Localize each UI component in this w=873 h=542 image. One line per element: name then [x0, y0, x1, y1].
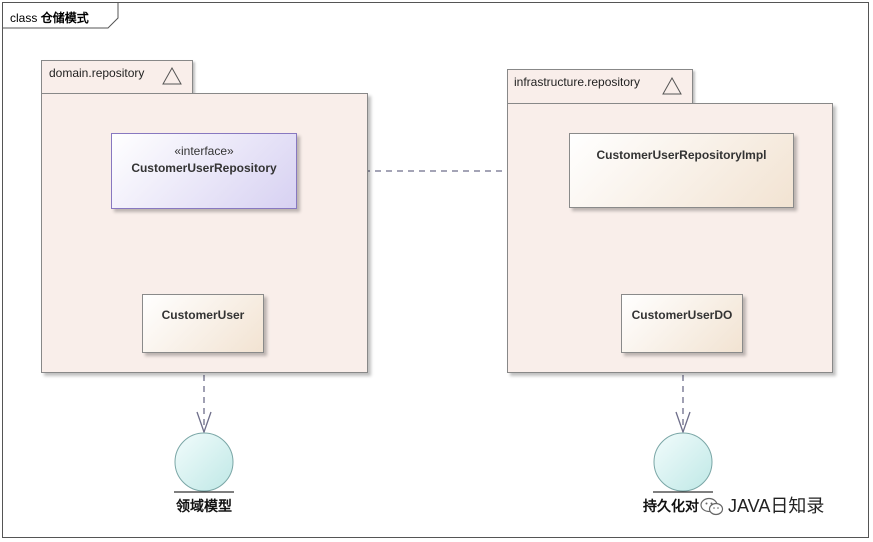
package-triangle-icon	[162, 67, 182, 85]
package-tab-infrastructure[interactable]: infrastructure.repository	[507, 69, 693, 104]
class-name: CustomerUserDO	[631, 308, 733, 322]
frame-tab: class 仓储模式	[2, 2, 118, 28]
class-name: CustomerUser	[161, 308, 245, 322]
package-label-domain: domain.repository	[49, 66, 145, 80]
class-customer-user[interactable]: CustomerUser	[142, 294, 264, 353]
domain-model-entity[interactable]	[174, 432, 234, 493]
persistence-label: 持久化对	[643, 498, 699, 514]
package-triangle-icon	[662, 77, 682, 95]
frame-title: class 仓储模式	[10, 9, 89, 26]
watermark-text: JAVA日知录	[728, 496, 825, 516]
dependency-arrowhead-persistence	[675, 411, 691, 434]
class-name: CustomerUserRepository	[131, 161, 277, 175]
frame-keyword: class	[10, 11, 38, 25]
domain-model-label: 领域模型	[176, 498, 232, 514]
frame-name: 仓储模式	[40, 11, 89, 25]
class-customer-user-repository-impl[interactable]: CustomerUserRepositoryImpl	[569, 133, 794, 208]
interface-stereotype: «interface»	[174, 144, 234, 158]
package-tab-domain[interactable]: domain.repository	[41, 60, 193, 94]
package-label-infrastructure: infrastructure.repository	[514, 75, 641, 89]
class-customer-user-do[interactable]: CustomerUserDO	[621, 294, 743, 353]
persistence-entity[interactable]	[653, 432, 713, 493]
dependency-arrowhead-domain-model	[196, 411, 212, 434]
wechat-icon	[700, 498, 724, 516]
class-name: CustomerUserRepositoryImpl	[596, 148, 767, 162]
class-customer-user-repository[interactable]: «interface» CustomerUserRepository	[111, 133, 297, 209]
watermark: JAVA日知录	[700, 492, 824, 518]
frame-tab-outline	[2, 2, 119, 29]
